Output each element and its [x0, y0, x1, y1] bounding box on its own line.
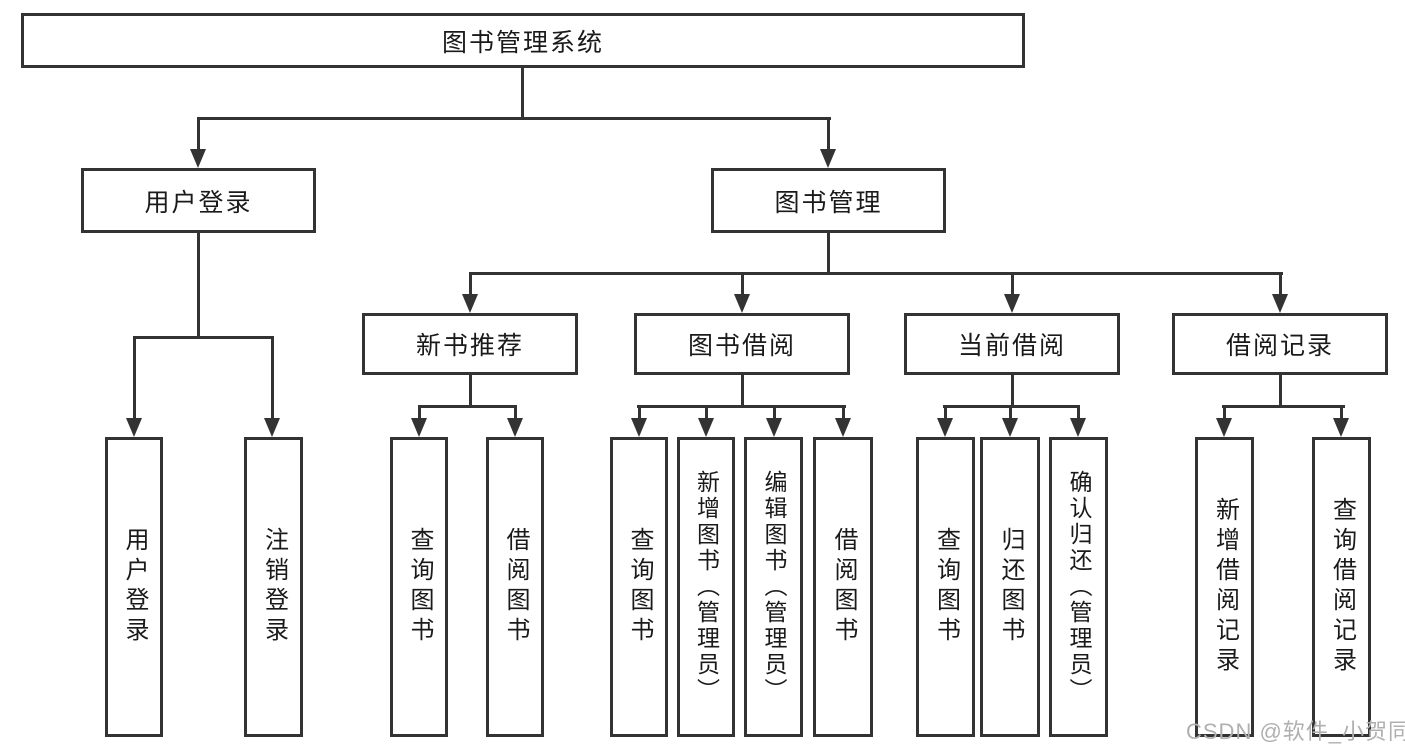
- connector-line: [1340, 405, 1343, 422]
- arrow-down-icon: [264, 418, 280, 437]
- connector-line: [197, 233, 200, 339]
- arrow-down-icon: [1002, 418, 1018, 437]
- connector-line: [1222, 405, 1345, 408]
- connector-line: [418, 405, 517, 408]
- node-borrow-records: 借阅记录: [1172, 313, 1388, 375]
- connector-line: [197, 117, 200, 153]
- connector-line: [271, 336, 274, 422]
- arrow-down-icon: [1272, 294, 1288, 313]
- connector-line: [514, 405, 517, 422]
- leaf-logout: 注销登录: [244, 437, 303, 737]
- node-root: 图书管理系统: [21, 13, 1025, 68]
- leaf-records-query-record: 查询借阅记录: [1312, 437, 1371, 737]
- leaf-newbook-borrow-books: 借阅图书: [486, 437, 544, 737]
- node-book-borrow: 图书借阅: [634, 313, 850, 375]
- arrow-down-icon: [411, 418, 427, 437]
- arrow-down-icon: [1216, 418, 1232, 437]
- node-current-borrow: 当前借阅: [904, 313, 1120, 375]
- arrow-down-icon: [835, 418, 851, 437]
- leaf-current-query-books: 查询图书: [916, 437, 975, 737]
- leaf-borrow-edit-book-admin: 编辑图书（管理员）: [744, 437, 803, 737]
- connector-line: [827, 233, 830, 275]
- arrow-down-icon: [1333, 418, 1349, 437]
- connector-line: [133, 336, 136, 422]
- connector-line: [1279, 375, 1282, 408]
- connector-line: [1011, 375, 1014, 408]
- connector-line: [741, 375, 744, 408]
- leaf-borrow-borrow-books: 借阅图书: [813, 437, 873, 737]
- connector-line: [638, 405, 641, 422]
- leaf-borrow-query-books: 查询图书: [610, 437, 668, 737]
- arrow-down-icon: [126, 418, 142, 437]
- leaf-current-return-books: 归还图书: [980, 437, 1040, 737]
- connector-line: [418, 405, 421, 422]
- connector-line: [521, 68, 524, 117]
- connector-line: [773, 405, 776, 422]
- arrow-down-icon: [766, 418, 782, 437]
- arrow-down-icon: [734, 294, 750, 313]
- connector-line: [827, 117, 830, 153]
- connector-line: [1223, 405, 1226, 422]
- connector-line: [842, 405, 845, 422]
- connector-line: [637, 405, 846, 408]
- node-book-management: 图书管理: [711, 168, 946, 233]
- arrow-down-icon: [698, 418, 714, 437]
- connector-line: [469, 272, 472, 298]
- arrow-down-icon: [937, 418, 953, 437]
- connector-line: [741, 272, 744, 298]
- connector-line: [1011, 272, 1014, 298]
- arrow-down-icon: [1070, 418, 1086, 437]
- arrow-down-icon: [190, 149, 206, 168]
- arrow-down-icon: [507, 418, 523, 437]
- arrow-down-icon: [820, 149, 836, 168]
- arrow-down-icon: [462, 294, 478, 313]
- arrow-down-icon: [631, 418, 647, 437]
- leaf-user-login: 用户登录: [105, 437, 163, 737]
- leaf-current-confirm-return-admin: 确认归还（管理员）: [1049, 437, 1108, 737]
- csdn-watermark: CSDN @软件_小贺同学: [1186, 719, 1405, 744]
- connector-line: [469, 272, 1283, 275]
- connector-line: [197, 117, 831, 120]
- connector-line: [1279, 272, 1282, 298]
- leaf-borrow-add-book-admin: 新增图书（管理员）: [677, 437, 735, 737]
- node-new-book-recommend: 新书推荐: [362, 313, 578, 375]
- connector-line: [944, 405, 947, 422]
- connector-line: [1077, 405, 1080, 422]
- connector-line: [469, 375, 472, 408]
- leaf-records-add-record: 新增借阅记录: [1195, 437, 1254, 737]
- leaf-newbook-query-books: 查询图书: [390, 437, 448, 737]
- node-user-login: 用户登录: [81, 168, 316, 233]
- connector-line: [705, 405, 708, 422]
- connector-line: [1009, 405, 1012, 422]
- connector-line: [133, 336, 274, 339]
- arrow-down-icon: [1004, 294, 1020, 313]
